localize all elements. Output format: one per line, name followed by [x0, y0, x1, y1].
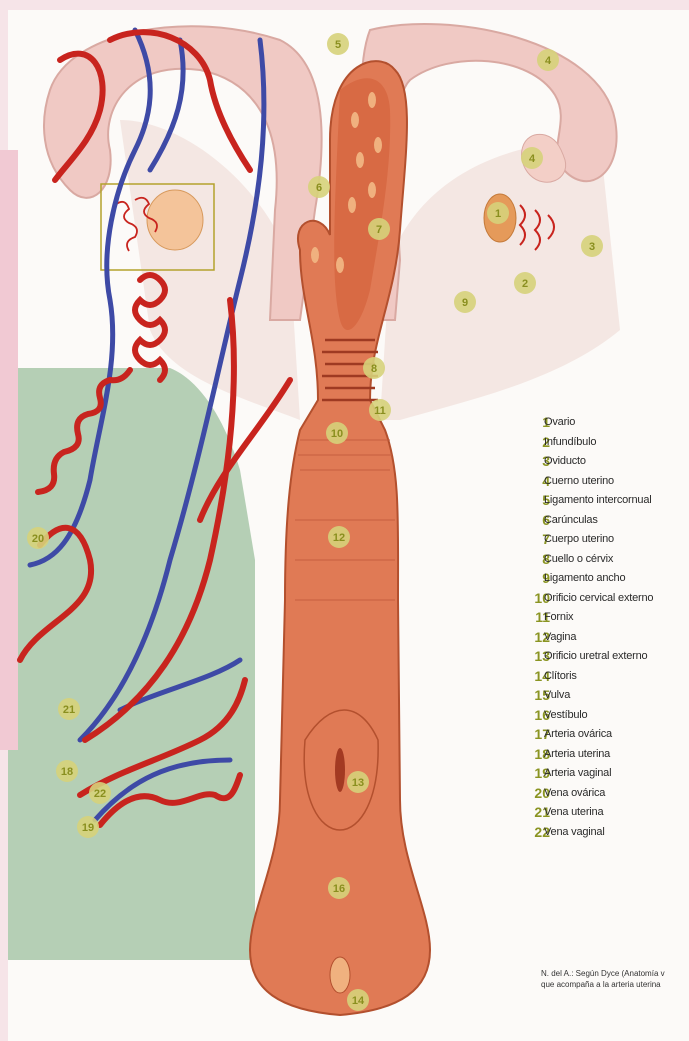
- callout-number: 19: [82, 822, 94, 834]
- callout-marker: 10: [326, 422, 348, 444]
- left-ovary: [147, 190, 203, 250]
- callout-number: 22: [94, 788, 106, 800]
- callout-marker: 21: [58, 698, 80, 720]
- callout-number: 9: [462, 297, 468, 309]
- callout-marker: 5: [327, 33, 349, 55]
- legend-item: 1Ovario: [528, 414, 689, 434]
- legend-label: Vena uterina: [544, 806, 603, 819]
- legend-label: Clítoris: [544, 670, 577, 683]
- legend-label: Vestíbulo: [544, 709, 587, 722]
- callout-marker: 7: [368, 218, 390, 240]
- legend-label: Vagina: [544, 631, 576, 644]
- callout-number: 14: [352, 995, 365, 1007]
- callout-number: 16: [333, 883, 345, 895]
- callout-marker: 4: [521, 147, 543, 169]
- legend-label: Fornix: [544, 611, 573, 624]
- side-strip: [0, 150, 18, 750]
- callout-number: 7: [376, 224, 382, 236]
- callout-number: 4: [545, 55, 552, 67]
- legend-label: Cuello o cérvix: [544, 553, 613, 566]
- callout-marker: 3: [581, 235, 603, 257]
- urethral-orifice: [335, 748, 345, 792]
- legend-label: Arteria vaginal: [544, 767, 611, 780]
- callout-number: 2: [522, 278, 528, 290]
- footnote-line-2: que acompaña a la arteria uterina: [541, 979, 689, 990]
- legend-item: 10Orificio cervical externo: [528, 590, 689, 610]
- callout-marker: 1: [487, 202, 509, 224]
- callout-number: 1: [495, 208, 501, 220]
- callout-marker: 12: [328, 526, 350, 548]
- legend-item: 5Ligamento intercornual: [528, 492, 689, 512]
- footnote-line-1: N. del A.: Según Dyce (Anatomía v: [541, 968, 689, 979]
- callout-marker: 16: [328, 877, 350, 899]
- legend-label: Ligamento intercornual: [544, 494, 652, 507]
- legend-label: Vena vaginal: [544, 826, 605, 839]
- callout-marker: 6: [308, 176, 330, 198]
- legend-label: Orificio uretral externo: [544, 650, 647, 663]
- callout-number: 20: [32, 533, 44, 545]
- legend-item: 9Ligamento ancho: [528, 570, 689, 590]
- callout-number: 3: [589, 241, 595, 253]
- callout-marker: 22: [89, 782, 111, 804]
- callout-marker: 20: [27, 527, 49, 549]
- callout-marker: 8: [363, 357, 385, 379]
- legend-label: Infundíbulo: [544, 436, 596, 449]
- legend-label: Arteria ovárica: [544, 728, 612, 741]
- callout-marker: 2: [514, 272, 536, 294]
- callout-number: 6: [316, 182, 322, 194]
- callout-marker: 11: [369, 399, 391, 421]
- callout-marker: 19: [77, 816, 99, 838]
- legend-item: 15Vulva: [528, 687, 689, 707]
- callout-number: 8: [371, 363, 377, 375]
- callout-number: 13: [352, 777, 364, 789]
- callout-marker: 18: [56, 760, 78, 782]
- legend-label: Vena ovárica: [544, 787, 605, 800]
- callout-number: 21: [63, 704, 75, 716]
- clitoris: [330, 957, 350, 993]
- footnote: N. del A.: Según Dyce (Anatomía v que ac…: [541, 968, 689, 990]
- legend-label: Orificio cervical externo: [544, 592, 653, 605]
- callout-number: 10: [331, 428, 343, 440]
- callout-number: 5: [335, 39, 341, 51]
- callout-number: 12: [333, 532, 345, 544]
- legend-label: Carúnculas: [544, 514, 598, 527]
- callout-marker: 14: [347, 989, 369, 1011]
- legend-label: Ovario: [544, 416, 575, 429]
- legend-label: Cuerpo uterino: [544, 533, 614, 546]
- legend-label: Cuerno uterino: [544, 475, 614, 488]
- callout-marker: 4: [537, 49, 559, 71]
- callout-marker: 9: [454, 291, 476, 313]
- legend-item: 18Arteria uterina: [528, 746, 689, 766]
- legend-label: Arteria uterina: [544, 748, 610, 761]
- legend-label: Oviducto: [544, 455, 586, 468]
- legend-label: Vulva: [544, 689, 570, 702]
- callout-number: 18: [61, 766, 73, 778]
- callout-number: 4: [529, 153, 536, 165]
- callout-number: 11: [374, 405, 386, 417]
- legend-label: Ligamento ancho: [544, 572, 625, 585]
- callout-marker: 13: [347, 771, 369, 793]
